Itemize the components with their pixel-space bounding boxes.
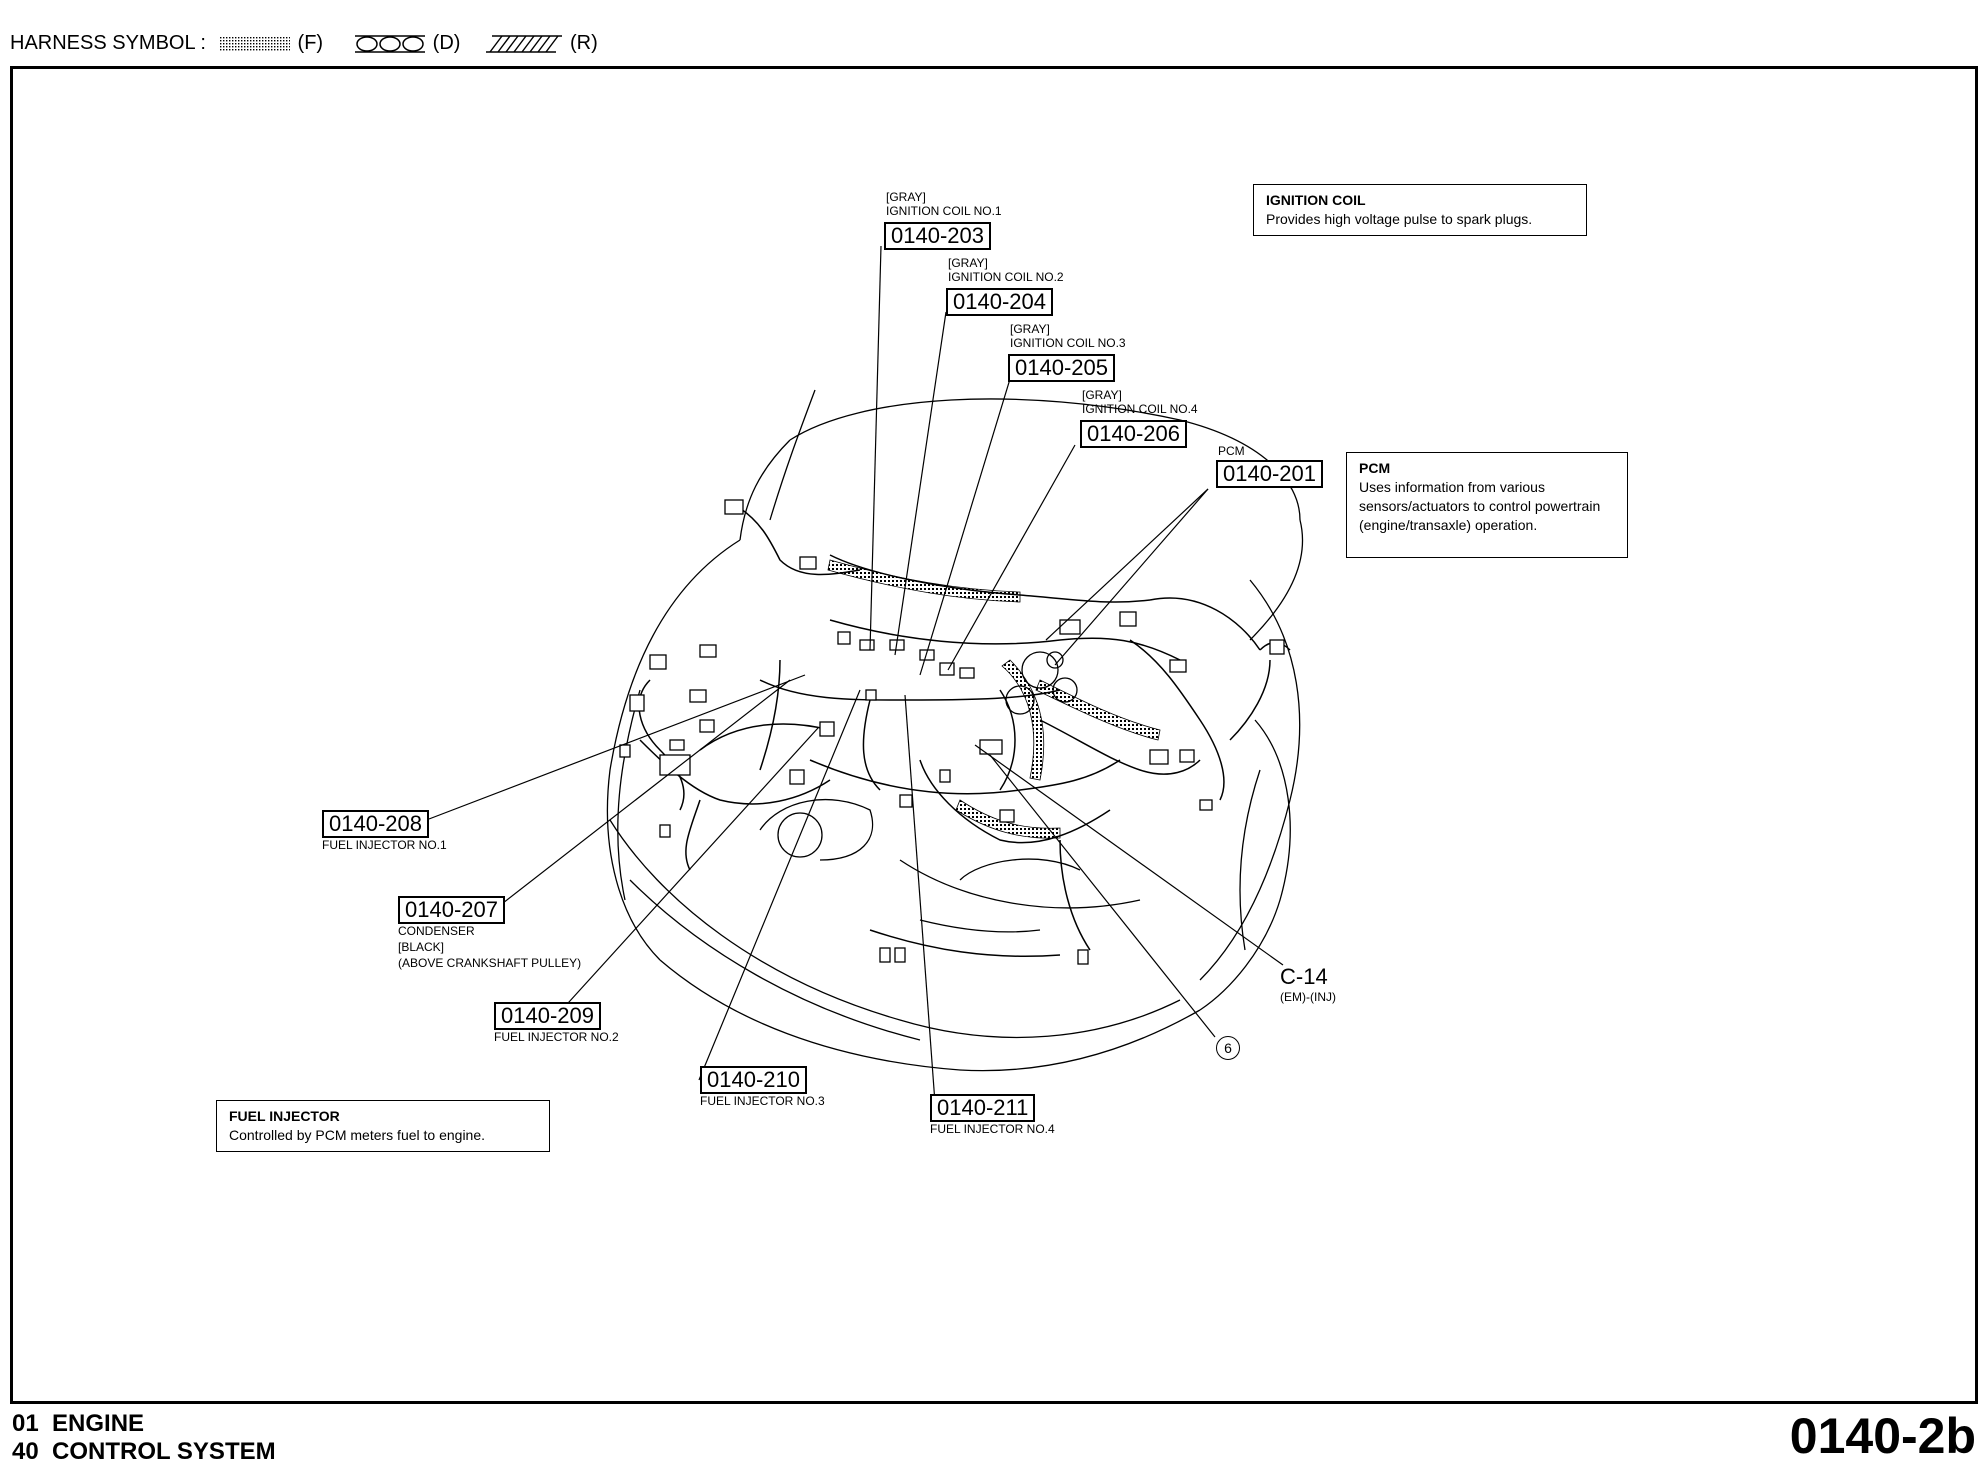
- coil-2-color: [GRAY]: [948, 256, 988, 270]
- injector-1-label: FUEL INJECTOR NO.1: [322, 838, 447, 852]
- page-id: 0140-2b: [1789, 1408, 1976, 1464]
- connector-0140-210[interactable]: 0140-210: [700, 1066, 807, 1094]
- injector-3-label: FUEL INJECTOR NO.3: [700, 1094, 825, 1108]
- fuel-injector-note-body: Controlled by PCM meters fuel to engine.: [229, 1127, 486, 1143]
- harness-symbol-legend: HARNESS SYMBOL : (F) (D) (R): [10, 32, 598, 55]
- connector-0140-203[interactable]: 0140-203: [884, 222, 991, 250]
- coil-1-color: [GRAY]: [886, 190, 926, 204]
- ignition-coil-note-title: IGNITION COIL: [1266, 192, 1366, 208]
- pcm-note-body: Uses information from various sensors/ac…: [1359, 479, 1601, 533]
- legend-code-r: (R): [569, 32, 598, 54]
- pcm-label: PCM: [1218, 444, 1245, 458]
- harness-dotted-sections: [827, 559, 1161, 839]
- connector-c-14[interactable]: C-14: [1280, 964, 1328, 989]
- legend-code-d: (D): [432, 32, 461, 54]
- connector-0140-209[interactable]: 0140-209: [494, 1002, 601, 1030]
- condenser-label: CONDENSER: [398, 924, 475, 938]
- legend-code-f: (F): [297, 32, 324, 54]
- connector-0140-211[interactable]: 0140-211: [930, 1094, 1036, 1122]
- coil-4-color: [GRAY]: [1082, 388, 1122, 402]
- connector-0140-208[interactable]: 0140-208: [322, 810, 429, 838]
- ignition-coil-note-body: Provides high voltage pulse to spark plu…: [1266, 211, 1533, 227]
- condenser-location: (ABOVE CRANKSHAFT PULLEY): [398, 956, 582, 970]
- pcm-note: PCM Uses information from various sensor…: [1346, 452, 1628, 558]
- pcm-cluster: [1005, 651, 1078, 715]
- wiring-harness: [638, 504, 1291, 957]
- footer-line-2: 40 CONTROL SYSTEM: [12, 1438, 276, 1465]
- legend-title: HARNESS SYMBOL :: [10, 32, 206, 54]
- coil-4-label: IGNITION COIL NO.4: [1082, 402, 1198, 416]
- connector-0140-204[interactable]: 0140-204: [946, 288, 1053, 316]
- connector-blocks: [619, 499, 1285, 965]
- diagram-frame: [10, 66, 1978, 1404]
- section-footer: 01 ENGINE 40 CONTROL SYSTEM: [12, 1410, 276, 1466]
- fuel-injector-note-title: FUEL INJECTOR: [229, 1108, 340, 1124]
- injector-4-label: FUEL INJECTOR NO.4: [930, 1122, 1055, 1136]
- footer-line-1: 01 ENGINE: [12, 1410, 145, 1437]
- connector-0140-201[interactable]: 0140-201: [1216, 460, 1323, 488]
- hatched-harness-icon: [485, 34, 562, 54]
- ignition-coil-note: IGNITION COIL Provides high voltage puls…: [1253, 184, 1587, 236]
- ground-point-6[interactable]: 6: [1216, 1036, 1240, 1060]
- coil-3-color: [GRAY]: [1010, 322, 1050, 336]
- coil-3-label: IGNITION COIL NO.3: [1010, 336, 1126, 350]
- injector-2-label: FUEL INJECTOR NO.2: [494, 1030, 619, 1044]
- condenser-color: [BLACK]: [398, 940, 445, 954]
- connector-0140-205[interactable]: 0140-205: [1008, 354, 1115, 382]
- coil-2-label: IGNITION COIL NO.2: [948, 270, 1064, 284]
- dotted-harness-icon: [219, 34, 290, 54]
- connector-0140-206[interactable]: 0140-206: [1080, 420, 1187, 448]
- coil-1-label: IGNITION COIL NO.1: [886, 204, 1002, 218]
- pcm-note-title: PCM: [1359, 460, 1391, 476]
- circles-harness-icon: [354, 34, 425, 54]
- c-14-sub-label: (EM)-(INJ): [1280, 990, 1336, 1004]
- connector-0140-207[interactable]: 0140-207: [398, 896, 505, 924]
- fuel-injector-note: FUEL INJECTOR Controlled by PCM meters f…: [216, 1100, 550, 1152]
- leader-lines: [428, 245, 1284, 1104]
